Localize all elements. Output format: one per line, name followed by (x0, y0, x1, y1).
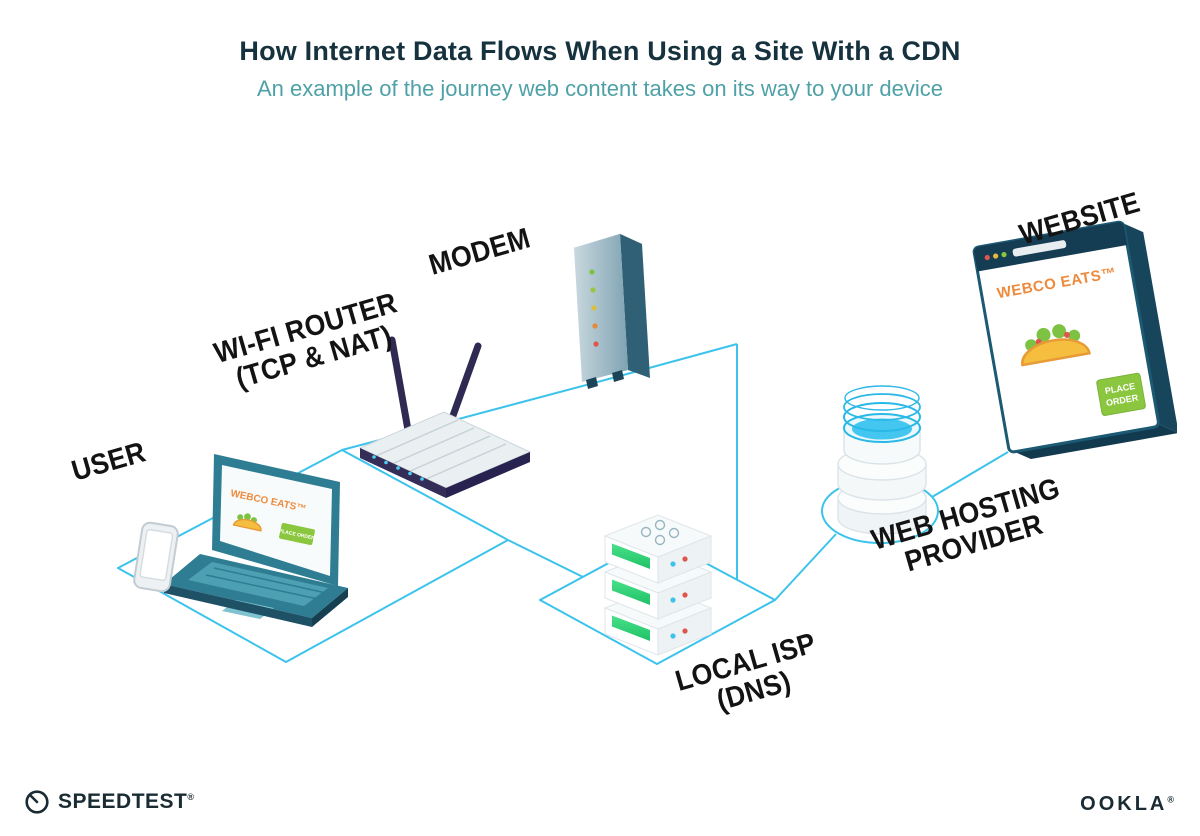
page-title: How Internet Data Flows When Using a Sit… (239, 36, 961, 66)
laptop-key-rows (205, 567, 327, 600)
link-user-isp (507, 539, 584, 578)
speedtest-gauge-icon (25, 790, 49, 814)
isp-server-illustration (603, 514, 713, 656)
laptop-taco-illustration (232, 513, 262, 532)
speedtest-trademark: ® (187, 792, 195, 802)
ookla-wordmark: OOKLA (1080, 793, 1168, 815)
browser-depth-bottom (1011, 424, 1177, 460)
page-subtitle: An example of the journey web content ta… (256, 76, 944, 101)
link-isp-hosting (774, 533, 837, 601)
ookla-trademark: ® (1167, 794, 1174, 805)
laptop-order-button: PLACE ORDER (278, 523, 316, 545)
laptop-screen-display (220, 465, 332, 576)
modem-illustration (573, 233, 650, 389)
speedtest-logo: SPEEDTEST® (24, 789, 194, 815)
place-order-button: PLACE ORDER (1096, 372, 1146, 416)
router-front-face (360, 448, 446, 498)
website-browser-illustration: WEBCO EATS™ PLACE ORDER (972, 220, 1177, 460)
phone (133, 521, 179, 593)
laptop-keyboard (188, 562, 328, 606)
server-top-ports (640, 519, 680, 546)
laptop-front-edge (164, 584, 312, 627)
modem-foot-left (586, 377, 598, 389)
router-side-face (446, 452, 530, 498)
water-fill (852, 418, 912, 440)
router-antenna-right (446, 342, 482, 428)
modem-front-face (574, 234, 628, 382)
link-hosting-website (931, 451, 1009, 498)
modem-foot-right (612, 370, 624, 382)
router-leds (372, 455, 424, 481)
taco-illustration (1021, 324, 1091, 367)
wifi-router-illustration (358, 336, 532, 498)
router-top-face (358, 411, 532, 489)
browser-address-bar (1012, 240, 1067, 257)
user-laptop-illustration: WEBCO EATS™ PLACE ORDER (133, 454, 348, 627)
router-ridges (375, 419, 507, 481)
server-unit-top (603, 514, 713, 584)
cylinder-top (843, 385, 921, 465)
ookla-logo: OOKLA® (1080, 793, 1174, 816)
link-modem-corner (604, 343, 738, 381)
modem-leds (589, 269, 599, 347)
laptop-side-edge (312, 588, 348, 627)
browser-window-controls (984, 251, 1007, 261)
browser-depth-right (1123, 223, 1177, 433)
hosting-database-illustration (837, 385, 927, 535)
modem-side-face (620, 234, 650, 378)
router-antenna-left (388, 336, 412, 434)
speedtest-wordmark: SPEEDTEST® (58, 790, 195, 813)
